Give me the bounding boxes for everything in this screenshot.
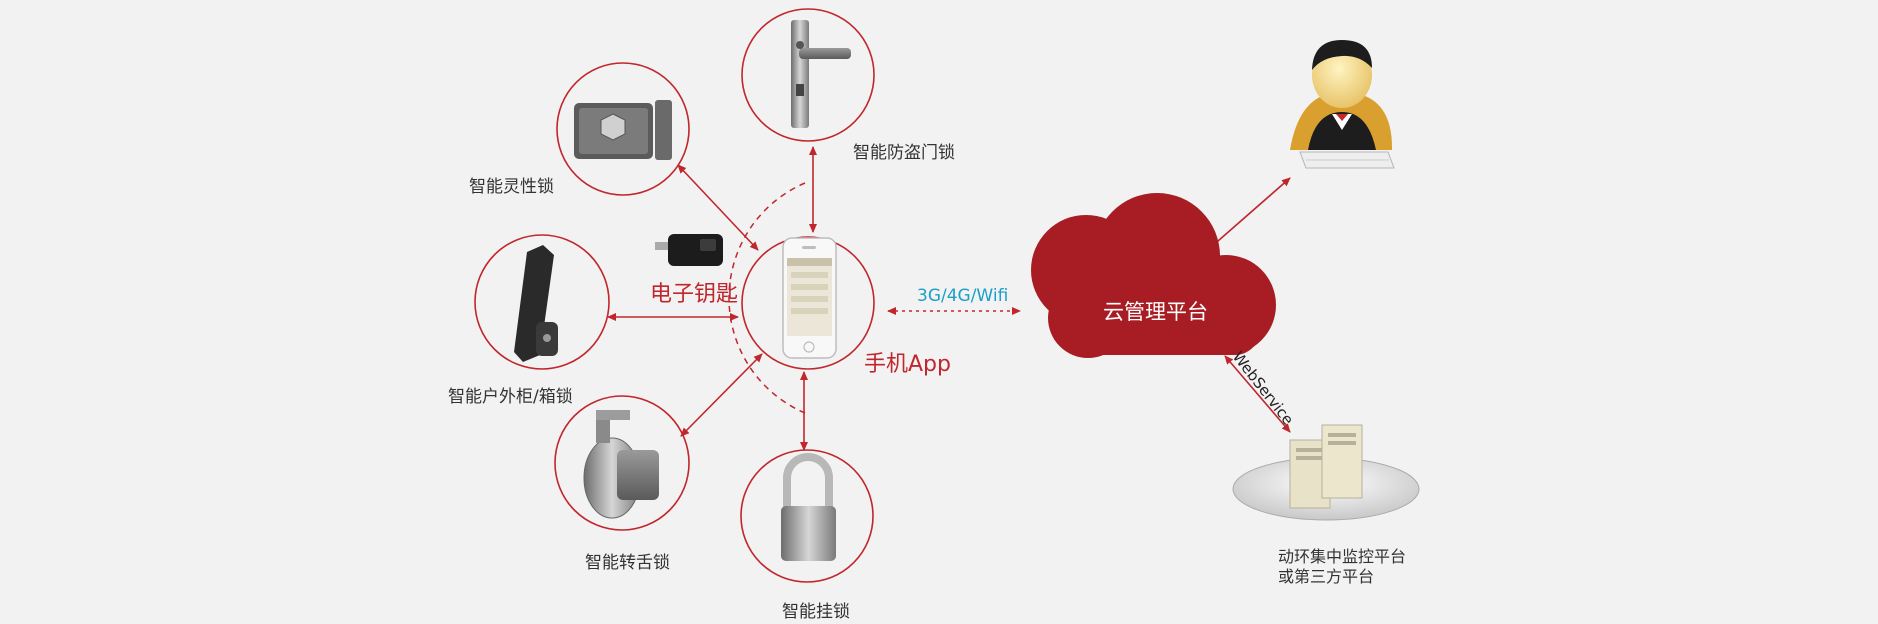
third-party-label-line1: 动环集中监控平台 xyxy=(1278,547,1407,566)
arrow-phone-cam-lock xyxy=(680,353,763,437)
door-lock-image xyxy=(791,20,851,128)
cabinet-lock-label: 智能户外柜/箱锁 xyxy=(448,387,573,407)
arrow-cloud-admin xyxy=(1209,177,1291,249)
arrow-phone-flexible-lock xyxy=(677,164,759,251)
phone-image xyxy=(782,237,837,359)
e-key-range-arc xyxy=(728,182,806,414)
door-lock-circle xyxy=(741,8,875,142)
padlock-image xyxy=(781,453,836,561)
cam-lock-image xyxy=(583,410,659,519)
cam-lock-circle xyxy=(554,395,690,531)
cloud-platform-label: 云管理平台 xyxy=(1103,300,1208,324)
padlock-label: 智能挂锁 xyxy=(782,602,850,622)
flexible-lock-label: 智能灵性锁 xyxy=(469,177,554,197)
arrow-cloud-servers xyxy=(1224,355,1291,433)
e-key-image xyxy=(655,234,723,266)
cloud-shape xyxy=(1031,193,1276,358)
cabinet-lock-circle xyxy=(474,234,610,370)
server-platform-image xyxy=(1232,424,1420,521)
flexible-lock-image xyxy=(574,100,672,160)
third-party-label-line2: 或第三方平台 xyxy=(1278,567,1375,586)
flexible-lock-circle xyxy=(556,62,690,196)
phone-app-label: 手机App xyxy=(864,352,951,377)
cabinet-lock-image xyxy=(514,245,558,362)
network-label: 3G/4G/Wifi xyxy=(917,286,1009,306)
e-key-label: 电子钥匙 xyxy=(650,282,739,307)
admin-user-image xyxy=(1290,40,1395,169)
door-lock-label: 智能防盗门锁 xyxy=(853,143,955,163)
cam-lock-label: 智能转舌锁 xyxy=(585,553,670,573)
phone-circle xyxy=(741,236,875,370)
